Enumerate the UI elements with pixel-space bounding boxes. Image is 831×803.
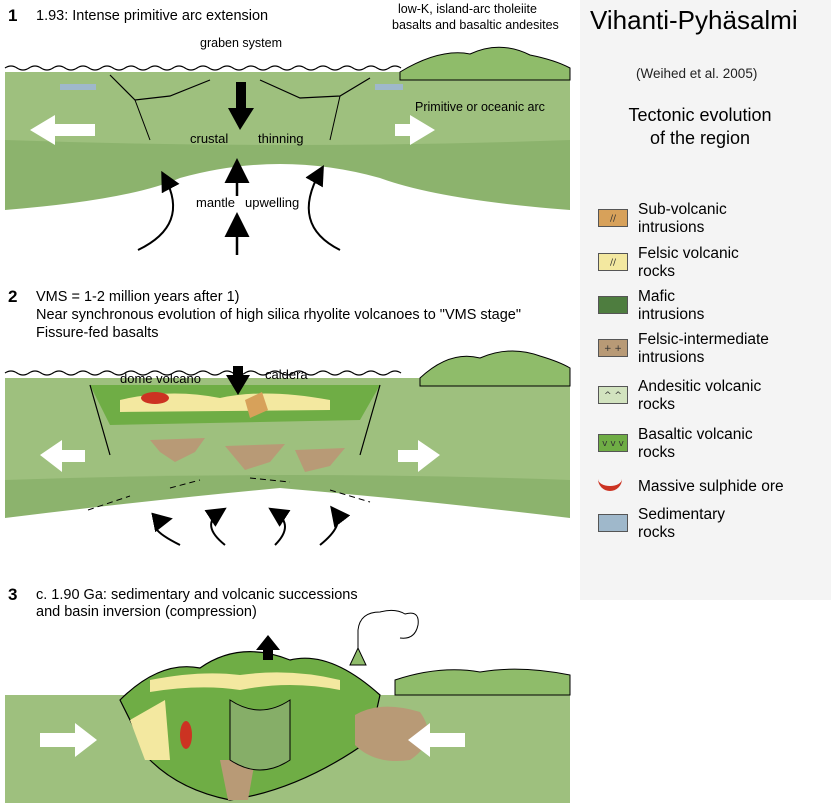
panel-2-caption-2: Near synchronous evolution of high silic… bbox=[36, 307, 522, 323]
felsic-intermediate-swatch: + + bbox=[598, 339, 628, 357]
pattern-glyph: + + bbox=[604, 344, 622, 354]
thinning-label: thinning bbox=[258, 131, 304, 146]
legend-label: Massive sulphide ore bbox=[638, 478, 784, 495]
mantle-label: mantle bbox=[196, 195, 236, 210]
sub-volcanic-swatch: // bbox=[598, 209, 628, 227]
panel-3-number: 3 bbox=[8, 585, 18, 604]
dome-volcano-label: dome volcano bbox=[120, 371, 201, 386]
panel-3-section bbox=[5, 609, 571, 803]
panel-1-mantle-dome bbox=[5, 164, 570, 258]
subtitle-line-1: Tectonic evolution bbox=[628, 105, 772, 125]
pattern-glyph: ^ ^ bbox=[604, 391, 622, 401]
panel-1-caption: 1.93: Intense primitive arc extension bbox=[36, 8, 269, 24]
legend-label: Sub-volcanic intrusions bbox=[638, 201, 727, 236]
pattern-glyph: // bbox=[609, 258, 617, 268]
panel-1-right-arrow bbox=[395, 115, 435, 145]
reference-citation: (Weihed et al. 2005) bbox=[636, 66, 758, 81]
legend-label: Basaltic volcanic rocks bbox=[638, 426, 753, 461]
main-title: Vihanti-Pyhäsalmi bbox=[590, 5, 798, 35]
graben-label: graben system bbox=[200, 36, 282, 50]
andesitic-swatch: ^ ^ bbox=[598, 386, 628, 404]
tholeiite-label-1: low-K, island-arc tholeiite bbox=[398, 2, 537, 16]
panel-1-down-arrow bbox=[228, 82, 254, 130]
subtitle-line-2: of the region bbox=[649, 128, 751, 149]
mafic-swatch bbox=[598, 296, 628, 314]
panel-1-section bbox=[4, 46, 571, 258]
tholeiite-label-2: basalts and basaltic andesites bbox=[392, 18, 559, 32]
legend-label: Mafic intrusions bbox=[638, 288, 705, 323]
panel-1-left-arrow bbox=[30, 115, 95, 145]
sulphide-ore-icon bbox=[598, 476, 622, 491]
panel-2-sea-level bbox=[4, 370, 402, 376]
panel-3-caption-2: and basin inversion (compression) bbox=[36, 604, 257, 620]
pattern-glyph: v v v bbox=[602, 439, 624, 449]
legend-label: Felsic-intermediate intrusions bbox=[638, 331, 769, 366]
panel-2-section bbox=[4, 350, 571, 555]
legend-label: Sedimentary rocks bbox=[638, 506, 726, 541]
panel-1-sea-level bbox=[4, 65, 402, 71]
panel-1-arc-mountain bbox=[399, 46, 571, 81]
subtitle: Tectonic evolution of the region bbox=[600, 104, 800, 151]
legend-label: Andesitic volcanic rocks bbox=[638, 378, 762, 413]
upwelling-label: upwelling bbox=[245, 195, 300, 210]
arc-label: Primitive or oceanic arc bbox=[415, 100, 545, 114]
pattern-glyph: // bbox=[609, 214, 617, 224]
legend-label: Felsic volcanic rocks bbox=[638, 245, 739, 280]
sedimentary-swatch bbox=[598, 514, 628, 532]
panel-2-caption-1: VMS = 1-2 million years after 1) bbox=[36, 289, 240, 305]
panel-2-number: 2 bbox=[8, 287, 18, 306]
caldera-label: caldera bbox=[265, 367, 308, 382]
felsic-volcanic-swatch: // bbox=[598, 253, 628, 271]
panel-3-caption-1: c. 1.90 Ga: sedimentary and volcanic suc… bbox=[36, 587, 358, 603]
panel-2-caption-3: Fissure-fed basalts bbox=[36, 325, 159, 341]
panel-1-number: 1 bbox=[8, 6, 18, 25]
crustal-label: crustal bbox=[190, 131, 229, 146]
basaltic-swatch: v v v bbox=[598, 434, 628, 452]
